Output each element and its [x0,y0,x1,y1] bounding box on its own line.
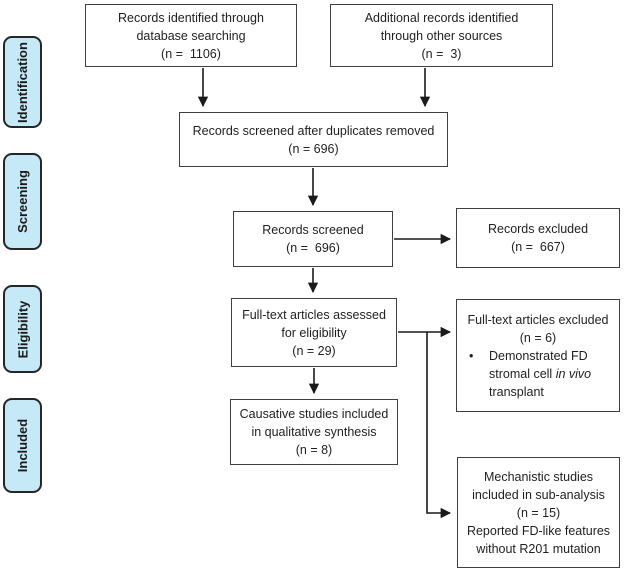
box-fulltext-assessed: Full-text articles assessed for eligibil… [231,298,397,367]
box-text-line: Additional records identified [364,10,519,25]
stage-label-included: Included [3,398,42,493]
box-text-line: Full-text articles assessed [242,307,386,322]
box-text-line: without R201 mutation [476,541,601,556]
box-records-identified: Records identified through database sear… [85,4,297,67]
box-records-screened: Records screened (n = 696) [233,211,393,267]
box-text-line: Records identified through [118,10,264,25]
box-text-line: Mechanistic studies [483,469,594,484]
box-mechanistic-subanalysis: Mechanistic studies included in sub-anal… [457,457,620,568]
box-text-line: in qualitative synthesis [251,425,377,439]
stage-label-text: Eligibility [15,300,31,358]
box-text-line: Demonstrated FD [489,348,588,363]
bullet-marker: • [469,348,474,363]
stage-label-text: Included [15,418,31,473]
box-text-line: stromal cell in vivo [489,366,592,381]
box-screened-after-duplicates: Records screened after duplicates remove… [179,112,448,167]
stage-label-text: Identification [15,41,31,123]
stage-label-eligibility: Eligibility [3,285,42,373]
stage-label-text: Screening [15,170,31,233]
exclusion-reason-item: • Demonstrated FD stromal cell in vivo t… [457,347,619,401]
box-text-line: through other sources [380,28,503,43]
box-text-line: transplant [489,384,544,399]
stage-label-identification: Identification [3,36,42,128]
box-text-line: (n = 8) [295,443,333,457]
box-text-line: Reported FD-like features [466,523,611,538]
box-additional-records: Additional records identified through ot… [330,4,553,67]
box-causative-included: Causative studies included in qualitativ… [230,399,398,465]
box-text-line: (n = 15) [516,505,561,520]
box-text-line: (n = 1106) [161,46,221,61]
stage-label-screening: Screening [3,153,42,250]
box-text-line: (n = 6) [519,330,557,345]
box-text-line: (n = 29) [292,343,336,358]
box-text-line: (n = 3) [421,46,462,61]
box-text-line: database searching [136,28,246,43]
box-text-line: (n = 696) [286,241,340,255]
box-fulltext-excluded: Full-text articles excluded (n = 6) • De… [456,299,620,412]
box-text-line: Records screened after duplicates remove… [192,123,435,138]
box-text-line: for eligibility [281,325,347,340]
arrow-fulltext-to-mechanistic [426,332,452,519]
box-text-line: Records excluded [487,222,589,236]
box-text-line: (n = 667) [511,240,565,254]
box-text-line: included in sub-analysis [472,487,605,502]
box-text-line: Full-text articles excluded [467,312,609,327]
box-text-line: Causative studies included [239,407,389,421]
exclusion-reason-text: Demonstrated FD stromal cell in vivo tra… [489,347,591,401]
box-text-line: Records screened [262,223,364,237]
box-records-excluded: Records excluded (n = 667) [456,208,620,268]
box-text-line: (n = 696) [288,141,339,156]
